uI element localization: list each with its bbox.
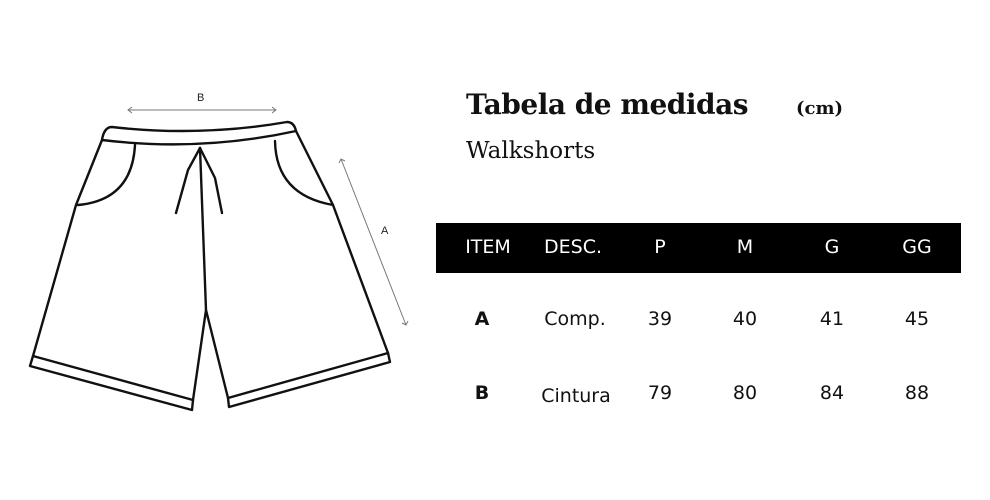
row-desc: Comp. — [544, 308, 606, 330]
size-g: 84 — [819, 382, 845, 404]
walkshorts-diagram — [28, 106, 409, 412]
page-title: Tabela de medidas — [466, 88, 749, 121]
arrow-a — [338, 158, 409, 326]
size-m: 40 — [732, 308, 758, 330]
header-g: G — [824, 236, 840, 258]
label-a: A — [381, 225, 389, 237]
size-gg: 45 — [904, 308, 930, 330]
shorts-outline — [28, 120, 392, 412]
header-p: P — [654, 236, 666, 258]
row-item: B — [474, 382, 490, 404]
table-row: A Comp. 39 40 41 45 — [436, 308, 961, 338]
table-row: B Cintura 79 80 84 88 — [436, 382, 961, 412]
header-gg: GG — [902, 236, 932, 258]
size-p: 79 — [647, 382, 673, 404]
table-header: ITEM DESC. P M G GG — [436, 223, 961, 273]
header-item: ITEM — [465, 236, 511, 258]
row-desc: Cintura — [541, 385, 611, 407]
header-desc: DESC. — [543, 236, 603, 258]
arrow-b — [127, 106, 277, 114]
size-m: 80 — [732, 382, 758, 404]
measure-arrows — [127, 106, 409, 326]
header-m: M — [736, 236, 754, 258]
product-subtitle: Walkshorts — [466, 138, 596, 164]
label-b: B — [197, 92, 205, 104]
row-item: A — [474, 308, 490, 330]
unit-label: (cm) — [796, 98, 844, 119]
size-gg: 88 — [904, 382, 930, 404]
size-g: 41 — [819, 308, 845, 330]
size-p: 39 — [647, 308, 673, 330]
